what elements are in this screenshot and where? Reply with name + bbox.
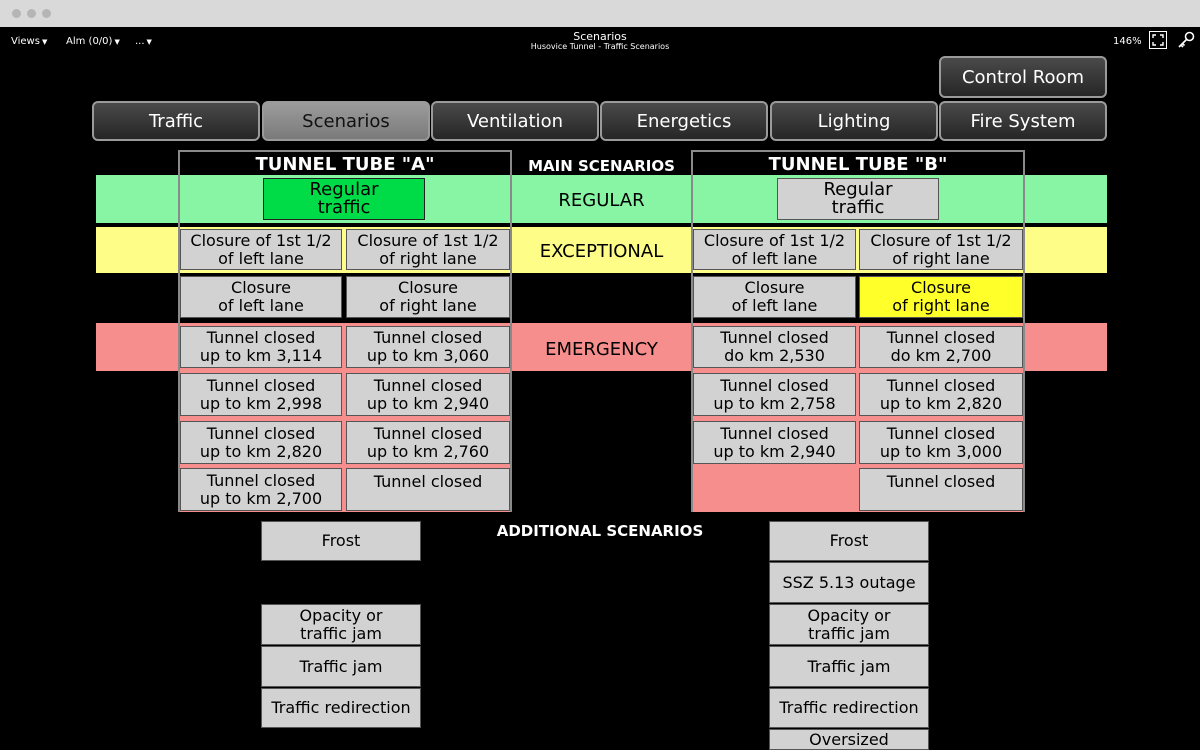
key-icon[interactable]	[1176, 30, 1196, 50]
tab-fire-system[interactable]: Fire System	[939, 101, 1107, 141]
window-close-dot[interactable]	[12, 9, 21, 18]
tab-ventilation[interactable]: Ventilation	[431, 101, 599, 141]
tube-a-emergency-6[interactable]: Tunnel closed up to km 2,760	[346, 421, 510, 464]
tube-b-closure-right[interactable]: Closure of right lane	[859, 276, 1023, 318]
alarm-menu[interactable]: Alm (0/0)▼	[66, 36, 120, 47]
tube-b-emergency-7[interactable]: Tunnel closed	[859, 468, 1023, 511]
tube-a-additional-frost[interactable]: Frost	[261, 521, 421, 561]
tube-a-emergency-4[interactable]: Tunnel closed up to km 2,940	[346, 373, 510, 416]
tube-b-additional-oversized[interactable]: Oversized	[769, 729, 929, 750]
zoom-level: 146%	[1113, 36, 1142, 47]
tube-b-emergency-1[interactable]: Tunnel closed do km 2,530	[693, 326, 856, 368]
tube-b-emergency-3[interactable]: Tunnel closed up to km 2,758	[693, 373, 856, 416]
more-menu[interactable]: ...▼	[135, 36, 152, 47]
tube-a-emergency-1[interactable]: Tunnel closed up to km 3,114	[180, 326, 342, 368]
category-exceptional: EXCEPTIONAL	[539, 241, 664, 262]
tube-a-emergency-3[interactable]: Tunnel closed up to km 2,998	[180, 373, 342, 416]
page-subtitle: Husovice Tunnel - Traffic Scenarios	[530, 42, 670, 51]
tube-a-closure-right[interactable]: Closure of right lane	[346, 276, 510, 318]
tube-b-emergency-2[interactable]: Tunnel closed do km 2,700	[859, 326, 1023, 368]
tube-b-header: TUNNEL TUBE "B"	[691, 150, 1025, 176]
tube-b-additional-frost[interactable]: Frost	[769, 521, 929, 561]
tube-b-regular-traffic[interactable]: Regular traffic	[777, 178, 939, 220]
caret-down-icon: ▼	[41, 38, 48, 46]
tab-traffic[interactable]: Traffic	[92, 101, 260, 141]
tube-b-emergency-5[interactable]: Tunnel closed up to km 2,940	[693, 421, 856, 464]
tube-b-closure-left[interactable]: Closure of left lane	[693, 276, 856, 318]
additional-scenarios-label: ADDITIONAL SCENARIOS	[496, 522, 704, 540]
caret-down-icon: ▼	[146, 38, 152, 46]
tube-a-closure-left[interactable]: Closure of left lane	[180, 276, 342, 318]
tube-b-closure-half-right[interactable]: Closure of 1st 1/2 of right lane	[859, 229, 1023, 270]
tube-b-emergency-6[interactable]: Tunnel closed up to km 3,000	[859, 421, 1023, 464]
control-room-button[interactable]: Control Room	[939, 56, 1107, 98]
tube-a-regular-traffic[interactable]: Regular traffic	[263, 178, 425, 220]
window-titlebar	[0, 0, 1200, 27]
caret-down-icon: ▼	[114, 38, 120, 46]
window-minimize-dot[interactable]	[27, 9, 36, 18]
tube-b-emergency-4[interactable]: Tunnel closed up to km 2,820	[859, 373, 1023, 416]
tube-a-emergency-2[interactable]: Tunnel closed up to km 3,060	[346, 326, 510, 368]
category-regular: REGULAR	[558, 190, 645, 211]
fullscreen-icon[interactable]	[1149, 31, 1167, 49]
tab-lighting[interactable]: Lighting	[770, 101, 938, 141]
category-emergency: EMERGENCY	[545, 339, 658, 360]
window-zoom-dot[interactable]	[42, 9, 51, 18]
main-scenarios-label: MAIN SCENARIOS	[528, 157, 675, 175]
views-menu-label: Views	[11, 36, 40, 47]
tube-b-frame	[691, 175, 1025, 512]
tube-b-additional-traffic-jam[interactable]: Traffic jam	[769, 646, 929, 687]
tube-a-frame	[178, 175, 512, 512]
tube-a-additional-redirection[interactable]: Traffic redirection	[261, 688, 421, 728]
tube-a-closure-half-right[interactable]: Closure of 1st 1/2 of right lane	[346, 229, 510, 270]
tube-a-emergency-8[interactable]: Tunnel closed	[346, 468, 510, 511]
tube-a-header: TUNNEL TUBE "A"	[178, 150, 512, 176]
tube-b-additional-opacity[interactable]: Opacity or traffic jam	[769, 604, 929, 645]
views-menu[interactable]: Views▼	[11, 36, 47, 47]
alarm-menu-label: Alm (0/0)	[66, 36, 113, 47]
tube-a-emergency-5[interactable]: Tunnel closed up to km 2,820	[180, 421, 342, 464]
tab-scenarios[interactable]: Scenarios	[262, 101, 430, 141]
tube-b-additional-ssz-outage[interactable]: SSZ 5.13 outage	[769, 562, 929, 603]
tube-a-closure-half-left[interactable]: Closure of 1st 1/2 of left lane	[180, 229, 342, 270]
tube-a-emergency-7[interactable]: Tunnel closed up to km 2,700	[180, 468, 342, 511]
tube-b-additional-redirection[interactable]: Traffic redirection	[769, 688, 929, 728]
tab-energetics[interactable]: Energetics	[600, 101, 768, 141]
tube-a-additional-traffic-jam[interactable]: Traffic jam	[261, 646, 421, 687]
more-menu-label: ...	[135, 36, 145, 47]
page-title: Scenarios	[573, 30, 627, 43]
tube-a-additional-opacity[interactable]: Opacity or traffic jam	[261, 604, 421, 645]
tube-b-closure-half-left[interactable]: Closure of 1st 1/2 of left lane	[693, 229, 856, 270]
